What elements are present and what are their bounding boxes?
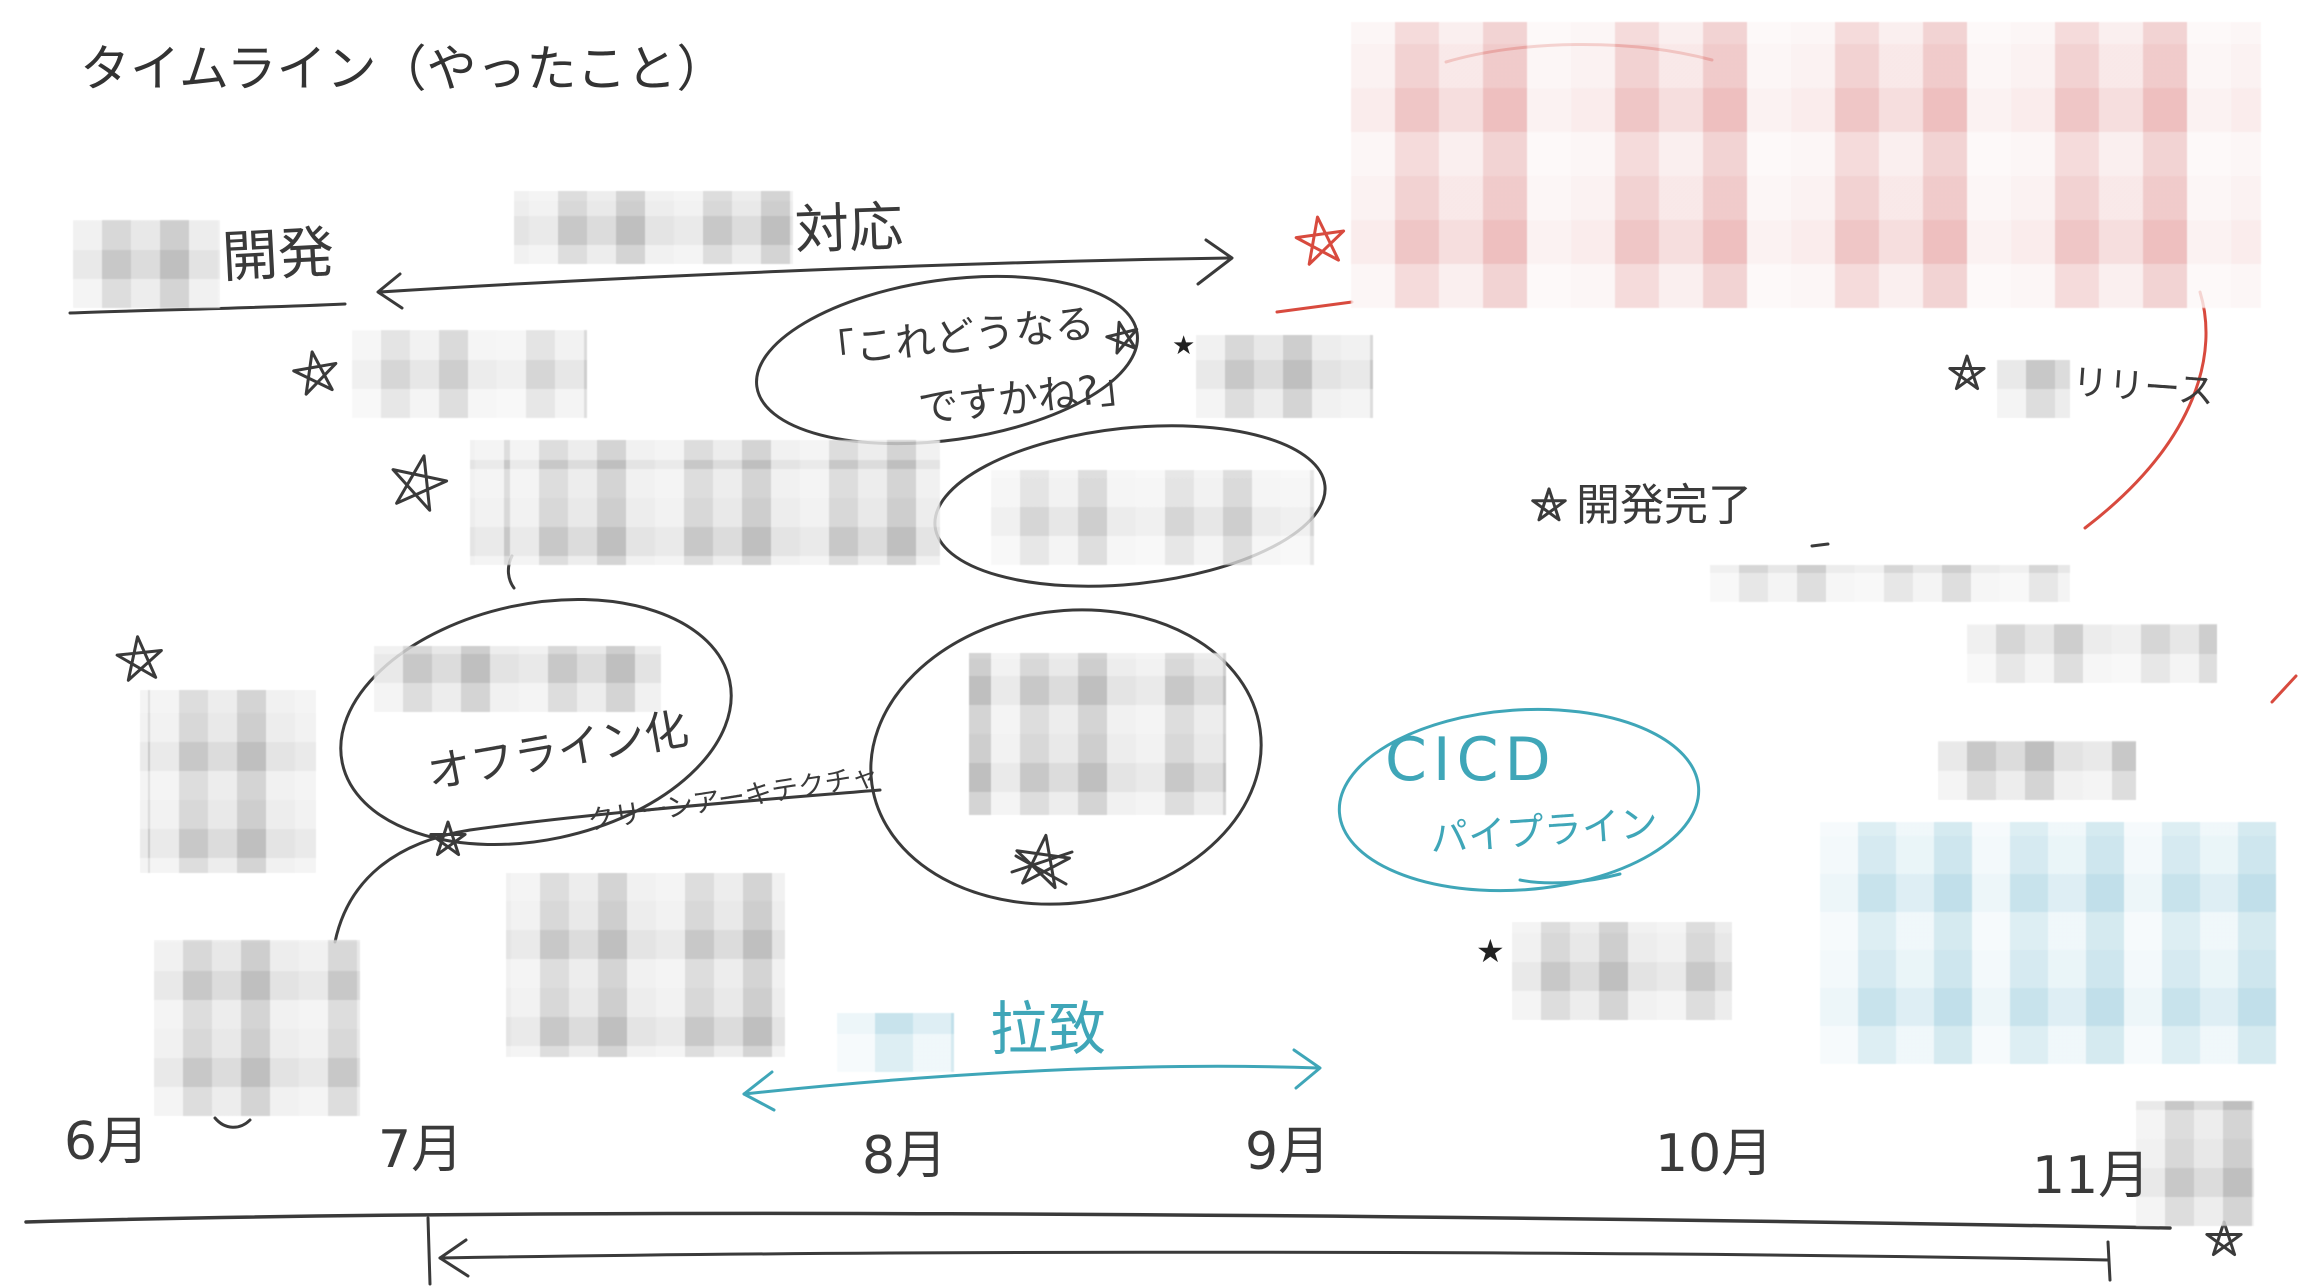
redacted-block (1967, 624, 2217, 683)
duration-arrow-tick-right (2106, 1240, 2112, 1282)
top-span-arrow-head-left (376, 272, 404, 310)
duration-arrow-head-left (438, 1238, 470, 1278)
abduction-label: 拉致 (990, 995, 1107, 1063)
small-dash-mark (1810, 542, 1830, 548)
hand-drawn-star-icon (1532, 488, 1566, 521)
redacted-block (1820, 822, 2276, 1064)
redacted-block (991, 470, 1314, 565)
development-underline (68, 302, 347, 315)
cicd-label: CICD (1385, 725, 1557, 795)
redacted-block (514, 191, 793, 264)
abduction-arrow-line (742, 1064, 1320, 1096)
teal-ink-group (742, 707, 1701, 1112)
redacted-block (1710, 565, 2070, 602)
month-label-november: 11月 (2032, 1146, 2151, 1206)
redacted-block (2136, 1101, 2254, 1226)
redacted-block (1938, 741, 2136, 800)
redacted-block (506, 873, 785, 1057)
black-star-icon: ★ (1172, 331, 1196, 361)
timeline-axis (24, 1211, 2172, 1230)
redacted-block (352, 330, 587, 418)
star-scribble (1010, 850, 1074, 886)
page-title: タイムライン（やったこと） (80, 40, 727, 98)
month-label-october: 10月 (1655, 1124, 1774, 1184)
redacted-block (1997, 360, 2070, 418)
abduction-arrow-head-left (742, 1070, 776, 1112)
red-tick (2270, 674, 2298, 704)
red-right-curve (2083, 290, 2208, 530)
redacted-block (140, 690, 316, 873)
red-star-icon (1292, 212, 1349, 267)
hand-drawn-star-icon (385, 449, 452, 514)
redacted-block (374, 646, 661, 712)
top-span-arrow-line (378, 256, 1232, 294)
month-label-june: 6月 (64, 1112, 150, 1172)
red-underline (1275, 300, 1354, 314)
redacted-block (837, 1013, 954, 1072)
redacted-block (470, 440, 940, 565)
month-label-july: 7月 (378, 1120, 464, 1180)
question-ellipse (755, 274, 1139, 446)
black-star-icon: ★ (1476, 932, 1505, 970)
redacted-block (154, 940, 360, 1116)
black-ink-group (24, 238, 2242, 1286)
hand-drawn-star-icon (114, 633, 165, 682)
cicd-ellipse (1337, 707, 1701, 893)
hand-drawn-star-icon (2206, 1221, 2242, 1256)
development-label: 開発 (220, 220, 336, 291)
redacted-block (1512, 922, 1732, 1020)
redacted-block (969, 653, 1226, 815)
hand-drawn-star-icon (430, 821, 466, 856)
cicd-underline (1518, 872, 1622, 885)
month-label-september: 9月 (1245, 1122, 1331, 1182)
redacted-block (73, 220, 220, 308)
release-label: リリース (2070, 362, 2216, 413)
duration-arrow-line (438, 1250, 2110, 1262)
hand-drawn-star-icon (1949, 355, 1985, 390)
support-label: 対応 (793, 195, 905, 262)
abduction-arrow-head-right (1292, 1048, 1322, 1090)
small-curve-mark (213, 1116, 252, 1129)
redacted-block (1351, 22, 2261, 308)
redacted-block (1196, 335, 1373, 418)
hand-drawn-star-icon (290, 347, 341, 397)
development-complete-label: 開発完了 (1576, 480, 1752, 531)
top-span-arrow-head-right (1196, 238, 1234, 286)
clean-architecture-curve (333, 788, 882, 944)
center-ellipse (869, 608, 1263, 906)
offline-ellipse (339, 597, 733, 847)
month-label-august: 8月 (862, 1126, 948, 1186)
duration-arrow-tick-left (426, 1216, 432, 1286)
